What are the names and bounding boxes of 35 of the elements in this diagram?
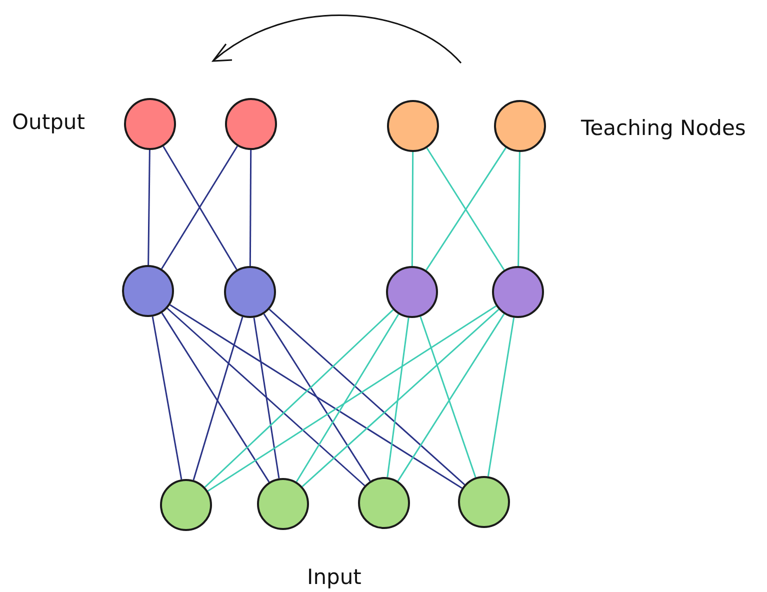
connection-line <box>170 304 462 489</box>
connection-line <box>161 312 270 482</box>
connection-line <box>166 308 366 486</box>
layer-label: Teaching Nodes <box>581 116 746 140</box>
layer-label: Output <box>12 110 85 134</box>
neuron-circle <box>492 266 544 318</box>
connection-line <box>268 308 466 486</box>
neuron-circle <box>160 479 212 531</box>
layer-label: Input <box>307 565 362 589</box>
connection-line <box>386 318 410 478</box>
connection-line <box>296 314 400 482</box>
connection-line <box>487 318 515 476</box>
connection-line <box>411 152 414 266</box>
connection-line <box>263 314 371 482</box>
neuron-circle <box>224 266 276 318</box>
neuron-circle <box>358 477 410 529</box>
connection-line <box>302 308 500 488</box>
neuron-circle <box>225 98 277 150</box>
connection-line <box>420 316 476 478</box>
connection-line <box>192 316 244 480</box>
connection-line <box>249 150 252 266</box>
connection-line <box>148 150 150 266</box>
neuron-circle <box>386 266 438 318</box>
connection-line <box>518 152 520 266</box>
connection-line <box>204 309 394 488</box>
neuron-circle <box>387 100 439 152</box>
connection-line <box>253 318 280 478</box>
connection-line <box>397 314 505 482</box>
neuron-circle <box>458 476 510 528</box>
connection-line <box>152 316 182 480</box>
neuron-circle <box>122 265 174 317</box>
connection-line <box>207 305 497 492</box>
neuron-circle <box>124 98 176 150</box>
neuron-circle <box>257 478 309 530</box>
neuron-circle <box>494 100 546 152</box>
